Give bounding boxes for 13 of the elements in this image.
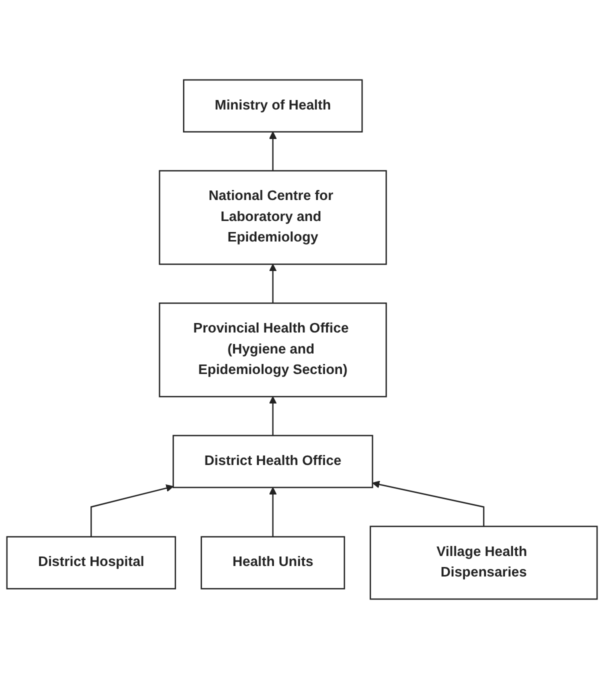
node-box: National Centre for Laboratory and Epidemiology [158, 170, 387, 265]
arrow [269, 487, 277, 537]
arrow [372, 480, 484, 526]
node-box: Village Health Dispensaries [370, 526, 598, 600]
arrow [269, 131, 277, 171]
node-box: District Hospital [6, 536, 176, 590]
node-box: Health Units [200, 536, 346, 590]
arrow [269, 264, 277, 304]
node-box: District Health Office [172, 434, 374, 488]
node-box: Ministry of Health [183, 79, 363, 132]
arrow [269, 396, 277, 436]
node-box: Provincial Health Office (Hygiene and Epidemiology Section) [158, 302, 387, 398]
arrow [90, 484, 174, 537]
